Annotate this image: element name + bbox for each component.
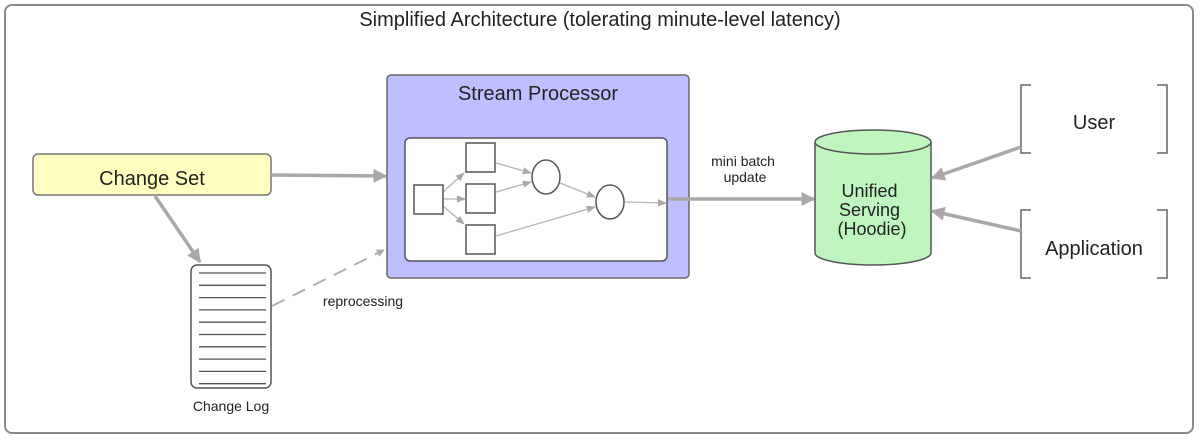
dag-merge-node bbox=[531, 159, 561, 195]
mini-batch-label: mini batch update bbox=[711, 153, 779, 185]
edge-application-to-serving bbox=[930, 206, 1022, 233]
edge-changeset-to-changelog bbox=[153, 195, 202, 264]
diagram-title: Simplified Architecture (tolerating minu… bbox=[359, 9, 841, 31]
dag-sink-node bbox=[595, 184, 625, 220]
user-label: User bbox=[1073, 112, 1116, 134]
change-set-label: Change Set bbox=[99, 168, 205, 190]
reprocessing-label: reprocessing bbox=[323, 293, 403, 309]
change-log-label: Change Log bbox=[193, 398, 269, 414]
change-set-node: Change Set bbox=[32, 153, 272, 196]
change-log-node: Change Log bbox=[190, 264, 272, 414]
dag-task-node bbox=[465, 183, 496, 214]
dag-task-node bbox=[465, 224, 496, 255]
application-label: Application bbox=[1045, 238, 1143, 260]
stream-processor-label: Stream Processor bbox=[458, 83, 618, 105]
edge-reprocessing bbox=[271, 249, 385, 307]
stream-processor-node: Stream Processor bbox=[386, 74, 690, 279]
edge-user-to-serving bbox=[930, 145, 1022, 181]
edge-changeset-to-processor bbox=[270, 168, 388, 183]
serving-label: Unified Serving (Hoodie) bbox=[837, 181, 906, 239]
unified-serving-node: Unified Serving (Hoodie) bbox=[814, 129, 932, 266]
dag-source-node bbox=[413, 184, 444, 215]
dag-task-node bbox=[465, 142, 496, 173]
user-node: User bbox=[1020, 84, 1168, 154]
diagram-frame bbox=[4, 4, 1194, 434]
application-node: Application bbox=[1020, 209, 1168, 279]
